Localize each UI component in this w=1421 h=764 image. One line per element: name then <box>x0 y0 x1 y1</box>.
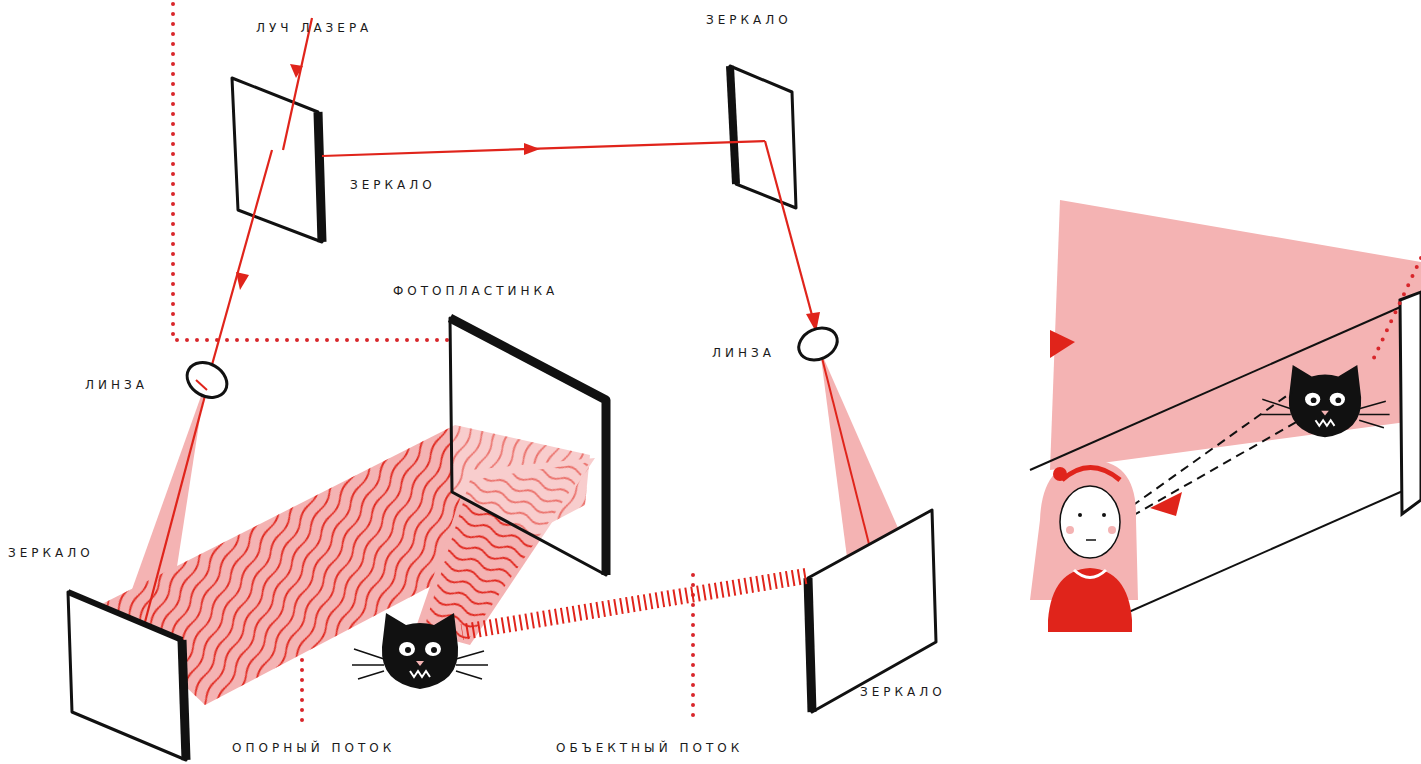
cat-part <box>1260 399 1389 428</box>
cat-part <box>1311 397 1317 403</box>
laser-beam-part <box>765 141 816 330</box>
viewing-scene-part <box>1030 305 1405 470</box>
part-label: ЗЕРКАЛО <box>860 684 946 700</box>
laser-beam-part <box>145 388 207 622</box>
part-label: ЗЕРКАЛО <box>8 545 94 561</box>
girl-part <box>1074 570 1106 578</box>
cat-part <box>1289 365 1361 437</box>
girl-part <box>1078 513 1082 517</box>
cat-part <box>416 661 424 666</box>
cat-part <box>382 613 458 689</box>
laser-beam-part <box>283 18 312 150</box>
girl <box>1030 460 1138 632</box>
girl-part <box>1066 526 1074 534</box>
viewing-scene <box>1030 200 1421 630</box>
viewing-scene-part <box>1050 330 1075 358</box>
lens-part <box>820 350 898 565</box>
arrowhead <box>236 64 820 332</box>
part-label: ЛИНЗА <box>85 377 148 393</box>
part-label: ФОТОПЛАСТИНКА <box>393 283 558 299</box>
laser-beam <box>145 18 816 622</box>
viewing-scene-part <box>1400 292 1421 514</box>
arrowhead-part <box>236 272 249 290</box>
photoplate-part <box>450 318 606 575</box>
cat-part <box>431 647 437 653</box>
object-beam <box>462 576 806 632</box>
lens <box>181 356 233 405</box>
sight-lines <box>1132 392 1300 516</box>
cat-part <box>405 647 411 653</box>
cat-part <box>399 642 415 656</box>
mirror <box>68 592 186 760</box>
arrowhead-part <box>290 64 303 78</box>
sight-lines-part <box>1150 492 1182 516</box>
girl-part <box>1102 513 1106 517</box>
cat-part <box>352 649 488 679</box>
lens-part <box>794 322 843 366</box>
cat-part <box>1305 393 1320 406</box>
mirror-part <box>232 78 322 242</box>
cat-part <box>1321 411 1329 416</box>
beam-label: ЛУЧ ЛАЗЕРА <box>256 20 372 36</box>
mirror-part <box>730 66 736 184</box>
mirror <box>808 510 936 712</box>
viewing-scene-part <box>1372 258 1421 362</box>
laser-beam-part <box>210 150 272 372</box>
mirror-part <box>730 66 796 208</box>
girl-part <box>1062 468 1120 481</box>
cat-part <box>1316 420 1335 426</box>
flow-label: ОБЪЕКТНЫЙ ПОТОК <box>556 740 743 756</box>
cat-part <box>425 642 441 656</box>
lens <box>794 322 898 565</box>
lens-part <box>820 350 870 548</box>
photoplate-part <box>450 318 606 575</box>
laser-beam-part <box>322 141 765 156</box>
photoplate <box>450 318 606 575</box>
mirror <box>730 66 796 208</box>
part-label: ЗЕРКАЛО <box>350 177 436 193</box>
cat-part <box>1335 397 1341 403</box>
mirror <box>232 78 322 242</box>
part-label: ЗЕРКАЛО <box>706 12 792 28</box>
arrowhead-part <box>524 143 540 155</box>
cat <box>352 613 488 689</box>
mirror-part <box>808 510 936 712</box>
mirror-part <box>808 578 812 712</box>
object-beam-part <box>462 576 806 632</box>
girl-part <box>1048 568 1132 632</box>
girl-part <box>1060 486 1120 558</box>
lens-part <box>181 356 233 405</box>
mirror-part <box>68 592 182 640</box>
part-label: ЛИНЗА <box>712 345 775 361</box>
flow-label: ОПОРНЫЙ ПОТОК <box>232 740 395 756</box>
mirror-part <box>318 112 322 242</box>
girl-part <box>1108 526 1116 534</box>
girl-part <box>1086 539 1096 541</box>
mirror-part <box>68 592 186 760</box>
girl-part <box>1053 467 1067 481</box>
viewing-scene-part <box>1050 200 1421 470</box>
cat-part <box>410 671 430 677</box>
sight-lines-part <box>1132 392 1300 516</box>
lens-part <box>196 380 207 390</box>
cat-part <box>1330 393 1345 406</box>
mirror-part <box>182 640 186 760</box>
